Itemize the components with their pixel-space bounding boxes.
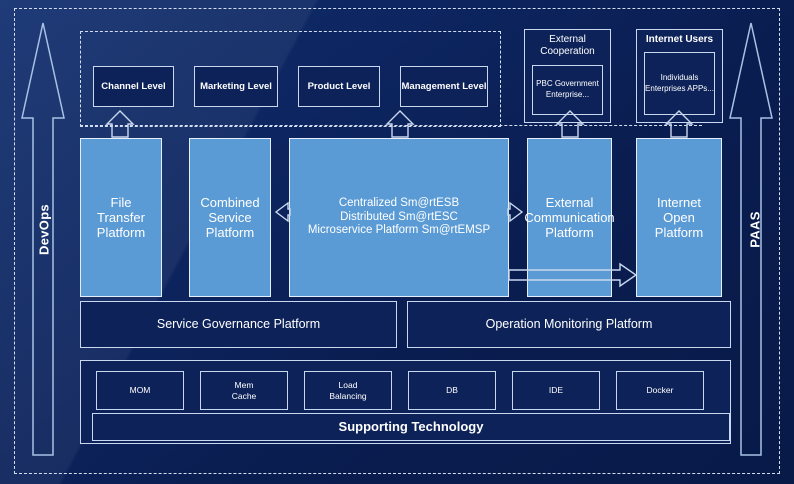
platform-external-communication[interactable]: External Communication Platform [524,138,615,297]
tech-label: DB [446,385,458,396]
level-box-channel[interactable]: Channel Level [93,66,174,107]
platform-label: Centralized Sm@rtESB Distributed Sm@rtES… [307,197,491,237]
platform-esb-esc-emsp[interactable]: Centralized Sm@rtESB Distributed Sm@rtES… [289,138,509,297]
tech-label: IDE [548,385,564,396]
operation-monitoring-platform[interactable]: Operation Monitoring Platform [407,301,731,348]
tech-label: Load Balancing [329,380,367,401]
platform-label: File Transfer Platform [96,194,146,241]
supporting-technology-label: Supporting Technology [338,419,484,435]
platform-internet-open[interactable]: Internet Open Platform [636,138,722,297]
tech-box-load-balancing[interactable]: Load Balancing [304,371,392,410]
level-label: Management Level [401,80,487,92]
external-cooperation-inner-label: PBC Government Enterprise... [536,79,599,99]
devops-label: DevOps [36,204,52,255]
level-label: Marketing Level [200,80,272,92]
level-label: Channel Level [101,80,166,92]
external-cooperation-title: External Cooperation [540,34,595,58]
outer-boundary [14,8,780,474]
business-layer-divider [80,125,702,126]
internet-users-title: Internet Users [645,34,714,45]
tech-box-ide[interactable]: IDE [512,371,600,410]
platform-file-transfer[interactable]: File Transfer Platform [80,138,162,297]
level-label: Product Level [307,80,371,92]
paas-label: PAAS [747,211,763,248]
supporting-technology-bar[interactable]: Supporting Technology [92,413,730,441]
tech-label: Docker [646,385,674,396]
internet-users-group[interactable]: Internet Users Individuals Enterprises A… [636,29,723,123]
governance-label: Operation Monitoring Platform [485,317,653,332]
external-cooperation-inner[interactable]: PBC Government Enterprise... [532,65,603,115]
platform-combined-service[interactable]: Combined Service Platform [189,138,271,297]
tech-label: MOM [129,385,151,396]
business-levels-group [80,31,501,127]
level-box-management[interactable]: Management Level [400,66,488,107]
tech-box-mom[interactable]: MOM [96,371,184,410]
service-governance-platform[interactable]: Service Governance Platform [80,301,397,348]
internet-users-inner[interactable]: Individuals Enterprises APPs... [644,52,715,115]
level-box-product[interactable]: Product Level [298,66,380,107]
platform-label: External Communication Platform [524,194,615,241]
platform-label: Combined Service Platform [200,194,260,241]
tech-label: Mem Cache [231,380,257,401]
governance-label: Service Governance Platform [156,317,321,332]
platform-label: Internet Open Platform [654,194,704,241]
tech-box-db[interactable]: DB [408,371,496,410]
level-box-marketing[interactable]: Marketing Level [194,66,278,107]
tech-box-mem-cache[interactable]: Mem Cache [200,371,288,410]
tech-box-docker[interactable]: Docker [616,371,704,410]
external-cooperation-group[interactable]: External Cooperation PBC Government Ente… [524,29,611,123]
internet-users-inner-label: Individuals Enterprises APPs... [645,72,714,93]
